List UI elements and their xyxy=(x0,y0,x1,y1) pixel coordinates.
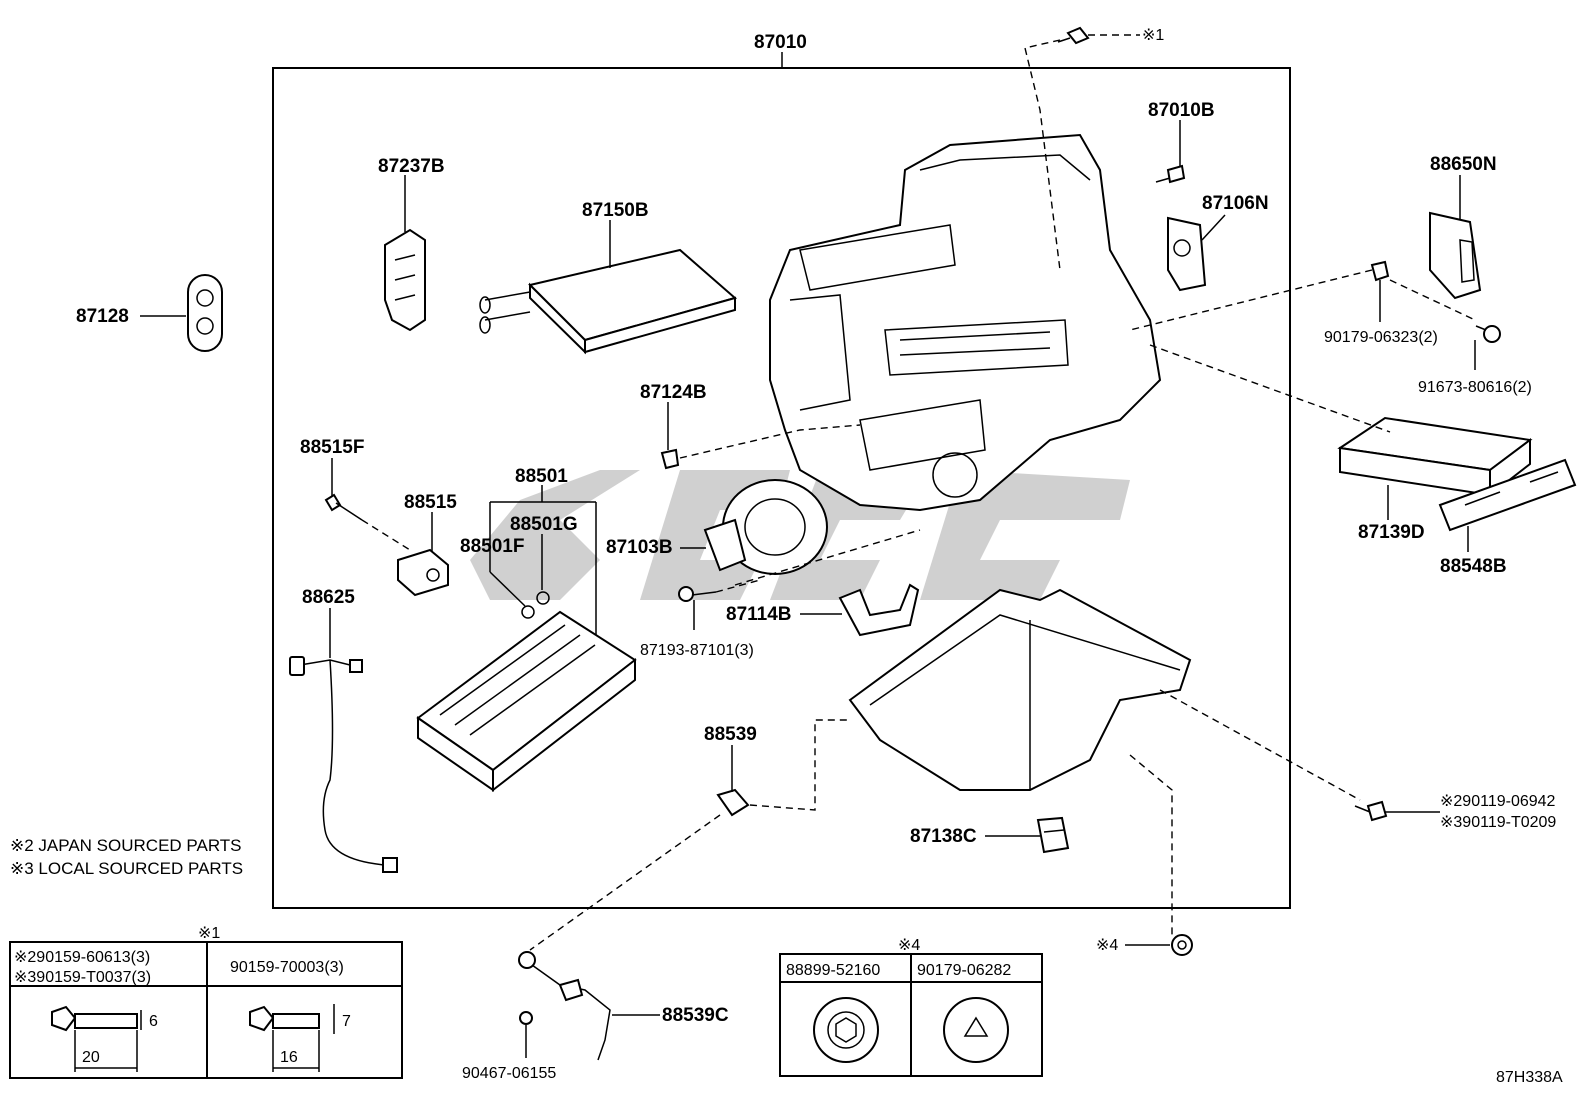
clip-90467-06155 xyxy=(519,1011,533,1025)
label-88515: 88515 xyxy=(404,492,457,513)
table-mark1: ※1 ※290159-60613(3) ※390159-T0037(3) 901… xyxy=(9,925,403,1079)
clip-87124B xyxy=(660,448,680,470)
label-88548B: 88548B xyxy=(1440,556,1507,577)
nut-mark4 xyxy=(1171,934,1193,956)
label-88650N: 88650N xyxy=(1430,154,1497,175)
table1-dim-len: 20 xyxy=(82,1049,100,1066)
label-88539C: 88539C xyxy=(662,1005,729,1026)
table2-dim-d: 7 xyxy=(342,1013,351,1030)
label-90119-06942: ※290119-06942 xyxy=(1440,793,1556,810)
mark-4-right: ※4 xyxy=(1096,937,1118,954)
label-87124B: 87124B xyxy=(640,382,707,403)
label-88539: 88539 xyxy=(704,724,757,745)
evaporator-88501 xyxy=(416,610,637,793)
table4-col1: 88899-52160 xyxy=(786,962,880,979)
label-88501: 88501 xyxy=(515,466,568,487)
table1-col1-line1: ※290159-60613(3) xyxy=(14,949,150,966)
table1-col2: 90159-70003(3) xyxy=(230,959,344,976)
mark-1-top: ※1 xyxy=(1142,27,1164,44)
label-87237B: 87237B xyxy=(378,156,445,177)
label-91673-80616: 91673-80616(2) xyxy=(1418,379,1532,396)
label-88501G: 88501G xyxy=(510,514,578,535)
screw-top xyxy=(1057,26,1090,45)
label-87150B: 87150B xyxy=(582,200,649,221)
diagram-code: 87H338A xyxy=(1496,1069,1563,1086)
bracket-87237B xyxy=(384,228,426,332)
note-local-sourced: ※3 LOCAL SOURCED PARTS xyxy=(10,859,243,878)
label-88625: 88625 xyxy=(302,587,355,608)
label-90119-T0209: ※390119-T0209 xyxy=(1440,814,1556,831)
sensor-wire-88625 xyxy=(289,656,398,873)
label-87010: 87010 xyxy=(754,32,807,53)
table1-mark: ※1 xyxy=(198,925,220,942)
label-87193-87101: 87193-87101(3) xyxy=(640,642,754,659)
lower-case xyxy=(848,588,1192,791)
label-90179-06323: 90179-06323(2) xyxy=(1324,329,1438,346)
screw-91673-80616 xyxy=(1475,325,1501,343)
expansion-valve-88515 xyxy=(397,548,449,597)
label-87010B: 87010B xyxy=(1148,100,1215,121)
o-ring-88501G xyxy=(536,591,550,605)
table2-dim-len: 16 xyxy=(280,1049,298,1066)
label-88501F: 88501F xyxy=(460,536,524,557)
table1-col1-line2: ※390159-T0037(3) xyxy=(14,969,151,986)
grommet-87128 xyxy=(187,274,223,352)
o-ring-88501F xyxy=(521,605,535,619)
table-mark4: ※4 88899-52160 90179-06282 xyxy=(779,937,1043,1077)
label-87114B: 87114B xyxy=(726,604,792,625)
label-87103B: 87103B xyxy=(606,537,673,558)
clip-90179-06323 xyxy=(1370,260,1390,282)
bolt-88515F xyxy=(324,493,363,521)
label-87138C: 87138C xyxy=(910,826,977,847)
label-87139D: 87139D xyxy=(1358,522,1425,543)
heater-case-unit xyxy=(769,133,1162,512)
amplifier-88650N xyxy=(1429,211,1482,300)
servo-87106N xyxy=(1167,216,1207,292)
note-japan-sourced: ※2 JAPAN SOURCED PARTS xyxy=(10,836,242,855)
sensor-88539 xyxy=(716,788,750,817)
screw-87010B xyxy=(1155,164,1186,184)
heater-core-87150B xyxy=(479,248,738,355)
link-87114B xyxy=(838,583,920,637)
label-88515F: 88515F xyxy=(300,437,364,458)
table4-col2: 90179-06282 xyxy=(917,962,1011,979)
table4-mark: ※4 xyxy=(898,937,920,954)
screw-87193-87101 xyxy=(678,586,717,602)
blower-motor-87103B xyxy=(703,479,828,575)
screw-90119 xyxy=(1354,800,1388,822)
label-87106N: 87106N xyxy=(1202,193,1269,214)
cover-88548B xyxy=(1438,458,1577,532)
label-87128: 87128 xyxy=(76,306,129,327)
bracket-88539C xyxy=(518,951,611,1061)
connector-87138C xyxy=(1036,816,1070,854)
label-90467-06155: 90467-06155 xyxy=(462,1065,556,1082)
table1-dim-d: 6 xyxy=(149,1013,158,1030)
